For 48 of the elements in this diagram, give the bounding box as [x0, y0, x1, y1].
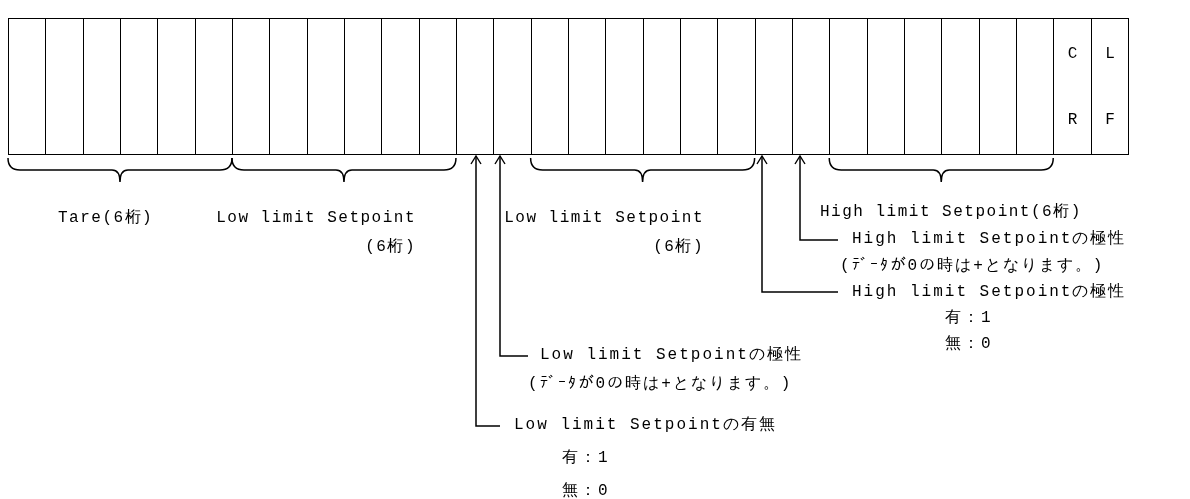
annotation-text: High limit Setpointの極性	[852, 229, 1127, 250]
data-cell	[269, 18, 309, 155]
field-label: High limit Setpoint(6桁)	[820, 202, 1083, 223]
annotation-note: 無：0	[945, 334, 994, 355]
data-cell	[455, 18, 495, 155]
data-cell	[829, 18, 869, 155]
data-cell	[45, 18, 85, 155]
field-cell: LF	[1090, 18, 1130, 155]
field-label: Low limit Setpoint (6桁)	[503, 208, 704, 258]
data-cell	[306, 18, 346, 155]
data-cell	[381, 18, 421, 155]
field-label: Low limit Setpoint (6桁)	[215, 208, 416, 258]
data-cell	[157, 18, 197, 155]
data-cell	[530, 18, 570, 155]
leader-arrow	[470, 155, 501, 427]
annotation-note: 有：1	[562, 448, 611, 469]
data-cell	[717, 18, 757, 155]
data-cell	[679, 18, 719, 155]
data-cell	[120, 18, 159, 155]
field-label: Tare(6桁)	[58, 208, 155, 229]
data-cell	[194, 18, 234, 155]
data-cell	[754, 18, 794, 155]
data-cell	[866, 18, 906, 155]
data-cell	[978, 18, 1018, 155]
data-cell	[642, 18, 682, 155]
annotation-text: Low limit Setpointの有無	[514, 415, 777, 436]
annotation-note: 無：0	[562, 481, 611, 499]
leader-arrow	[756, 155, 839, 293]
annotation-text: Low limit Setpointの極性	[540, 345, 803, 366]
annotation-note: (ﾃﾞｰﾀが0の時は+となります。)	[528, 373, 794, 395]
data-cell	[903, 18, 943, 155]
annotation-text: High limit Setpointの極性	[852, 282, 1127, 303]
data-cell	[1015, 18, 1055, 155]
data-cell	[82, 18, 122, 155]
data-cell	[791, 18, 831, 155]
field-cell: CR	[1053, 18, 1093, 155]
leader-arrow	[794, 155, 839, 241]
annotation-note: 有：1	[945, 308, 994, 329]
data-cell	[493, 18, 533, 155]
data-cell	[343, 18, 383, 155]
data-cell	[8, 18, 47, 155]
data-cell	[941, 18, 981, 155]
leader-arrow	[494, 155, 529, 357]
data-cell	[231, 18, 271, 155]
data-cell	[567, 18, 607, 155]
data-cell	[418, 18, 458, 155]
annotation-note: (ﾃﾞｰﾀが0の時は+となります。)	[840, 255, 1106, 277]
data-cell	[605, 18, 645, 155]
